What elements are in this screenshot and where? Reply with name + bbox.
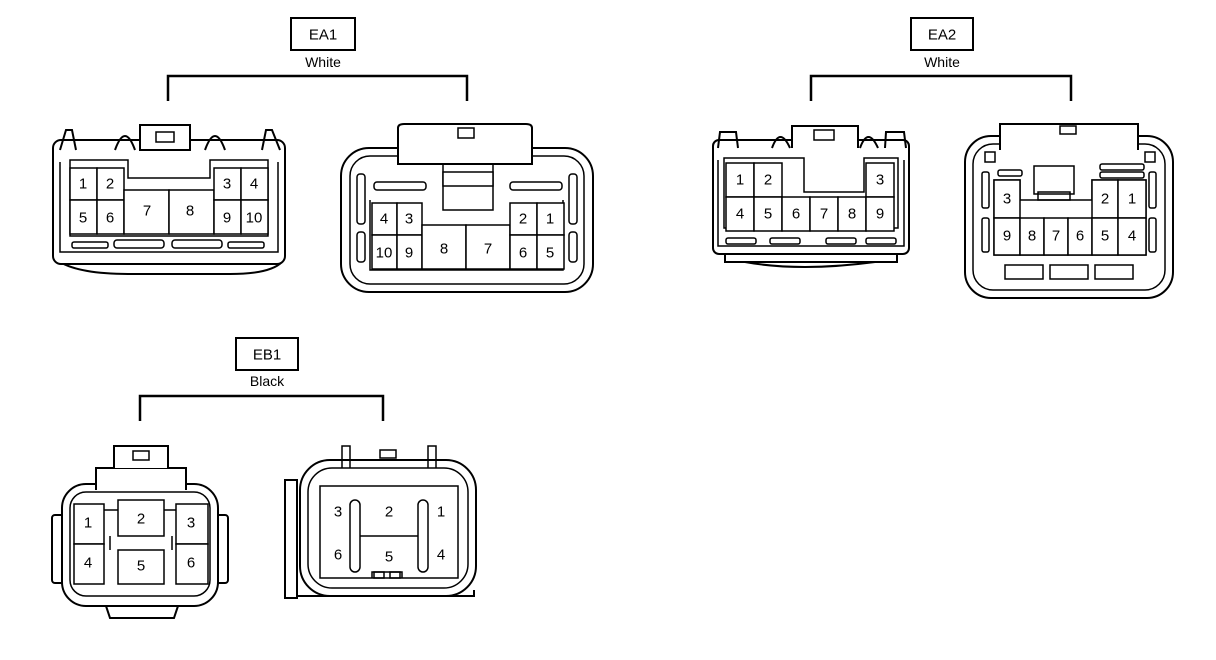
eb1-left-connector: 1 2 3 4 5 6 bbox=[51, 445, 229, 619]
eb1-left-pin-5: 5 bbox=[137, 558, 145, 575]
ea2-left-pin-3: 3 bbox=[876, 172, 884, 189]
ea1-group: EA1 White bbox=[52, 17, 594, 293]
ea2-right-pin-1: 1 bbox=[1128, 191, 1136, 208]
ea2-left-pin-7: 7 bbox=[820, 206, 828, 223]
eb1-right-pin-2: 2 bbox=[385, 504, 393, 521]
ea1-right-pin-7: 7 bbox=[484, 241, 492, 258]
eb1-left-pin-4: 4 bbox=[84, 555, 92, 572]
ea2-left-pin-5: 5 bbox=[764, 206, 772, 223]
eb1-group: EB1 Black 1 2 3 4 5 6 bbox=[51, 337, 477, 619]
ea1-left-pin-2: 2 bbox=[106, 176, 114, 193]
ea2-right-connector: 3 2 1 9 8 7 6 5 4 bbox=[964, 123, 1174, 299]
ea2-right-pin-4: 4 bbox=[1128, 228, 1136, 245]
ea1-right-pin-1: 1 bbox=[546, 211, 554, 228]
ea1-left-pin-8: 8 bbox=[186, 203, 194, 220]
eb1-bracket bbox=[138, 394, 385, 421]
eb1-right-pin-5: 5 bbox=[385, 549, 393, 566]
eb1-right-pin-4: 4 bbox=[437, 547, 445, 564]
ea1-bracket bbox=[166, 74, 469, 101]
ea1-right-pin-6: 6 bbox=[519, 245, 527, 262]
ea2-right-pin-2: 2 bbox=[1101, 191, 1109, 208]
ea1-right-pin-2: 2 bbox=[519, 211, 527, 228]
eb1-left-pin-1: 1 bbox=[84, 515, 92, 532]
ea1-right-pin-5: 5 bbox=[546, 245, 554, 262]
ea2-code-box bbox=[910, 17, 974, 51]
ea2-bracket bbox=[809, 74, 1073, 101]
ea2-code: EA2 bbox=[928, 27, 956, 44]
ea1-color: White bbox=[305, 54, 341, 70]
ea1-right-pin-8: 8 bbox=[440, 241, 448, 258]
eb1-code: EB1 bbox=[253, 347, 281, 364]
ea1-right-pin-10: 10 bbox=[376, 245, 393, 262]
eb1-right-pin-1: 1 bbox=[437, 504, 445, 521]
ea1-code-box bbox=[290, 17, 356, 51]
eb1-left-pin-3: 3 bbox=[187, 515, 195, 532]
ea2-color: White bbox=[924, 54, 960, 70]
ea2-left-pin-6: 6 bbox=[792, 206, 800, 223]
ea1-right-pin-4: 4 bbox=[380, 211, 388, 228]
ea1-left-pin-3: 3 bbox=[223, 176, 231, 193]
ea1-left-pin-7: 7 bbox=[143, 203, 151, 220]
ea2-left-pin-4: 4 bbox=[736, 206, 744, 223]
ea2-group: EA2 White bbox=[712, 17, 1174, 299]
ea2-right-pin-5: 5 bbox=[1101, 228, 1109, 245]
ea2-right-pin-9: 9 bbox=[1003, 228, 1011, 245]
ea1-left-pin-4: 4 bbox=[250, 176, 258, 193]
ea1-code: EA1 bbox=[309, 27, 337, 44]
ea2-left-connector: 1 2 3 4 5 6 7 8 9 bbox=[712, 125, 910, 268]
ea1-left-connector: 1 2 5 6 7 8 3 4 9 10 bbox=[52, 124, 286, 275]
ea1-left-pin-1: 1 bbox=[79, 176, 87, 193]
ea1-right-pin-3: 3 bbox=[405, 211, 413, 228]
ea1-left-pin-6: 6 bbox=[106, 210, 114, 227]
ea2-left-pin-8: 8 bbox=[848, 206, 856, 223]
ea1-right-pin-9: 9 bbox=[405, 245, 413, 262]
ea2-left-pin-9: 9 bbox=[876, 206, 884, 223]
eb1-right-pin-6: 6 bbox=[334, 547, 342, 564]
eb1-left-pin-2: 2 bbox=[137, 511, 145, 528]
ea1-right-connector: 4 3 2 1 10 9 8 7 6 5 bbox=[340, 123, 594, 293]
eb1-color: Black bbox=[250, 373, 285, 389]
eb1-right-connector: 3 2 1 6 5 4 bbox=[284, 445, 477, 599]
ea2-left-pin-1: 1 bbox=[736, 172, 744, 189]
ea1-left-pin-9: 9 bbox=[223, 210, 231, 227]
ea2-right-pin-6: 6 bbox=[1076, 228, 1084, 245]
ea2-left-pin-2: 2 bbox=[764, 172, 772, 189]
ea2-right-pin-8: 8 bbox=[1028, 228, 1036, 245]
eb1-left-pin-6: 6 bbox=[187, 555, 195, 572]
eb1-right-pin-3: 3 bbox=[334, 504, 342, 521]
ea2-right-pin-7: 7 bbox=[1052, 228, 1060, 245]
eb1-code-box bbox=[235, 337, 299, 371]
ea1-left-pin-10: 10 bbox=[246, 210, 263, 227]
ea2-right-pin-3: 3 bbox=[1003, 191, 1011, 208]
ea1-left-pin-5: 5 bbox=[79, 210, 87, 227]
